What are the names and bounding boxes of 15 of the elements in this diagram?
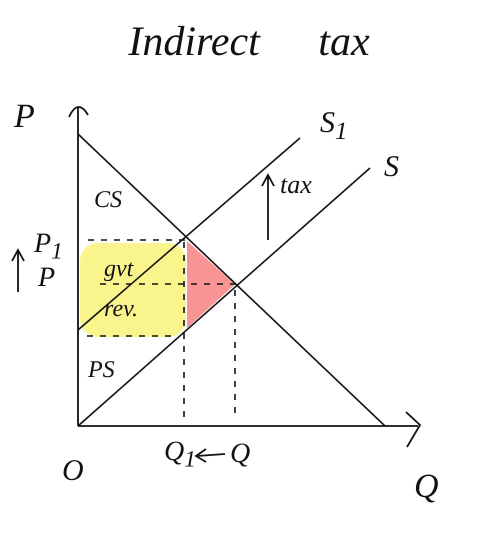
- shift-label: tax: [280, 172, 312, 198]
- curve-label: S$_{1}$: [320, 108, 348, 144]
- area-label: CS: [94, 188, 122, 212]
- curve-label: S: [384, 152, 399, 182]
- area-label: PS: [88, 358, 115, 382]
- title: Indirect tax: [128, 18, 370, 66]
- quantity-label: Q: [230, 440, 250, 468]
- axis-label: P: [14, 100, 35, 134]
- price-label: P$_{1}$: [34, 230, 63, 264]
- axis-label: Q: [414, 470, 439, 504]
- area-label: gvt rev.: [104, 255, 139, 324]
- government-revenue-area: [80, 243, 186, 337]
- price-label: P: [38, 264, 56, 292]
- quantity-label: Q$_{1}$: [164, 438, 196, 472]
- origin-label: O: [62, 456, 84, 486]
